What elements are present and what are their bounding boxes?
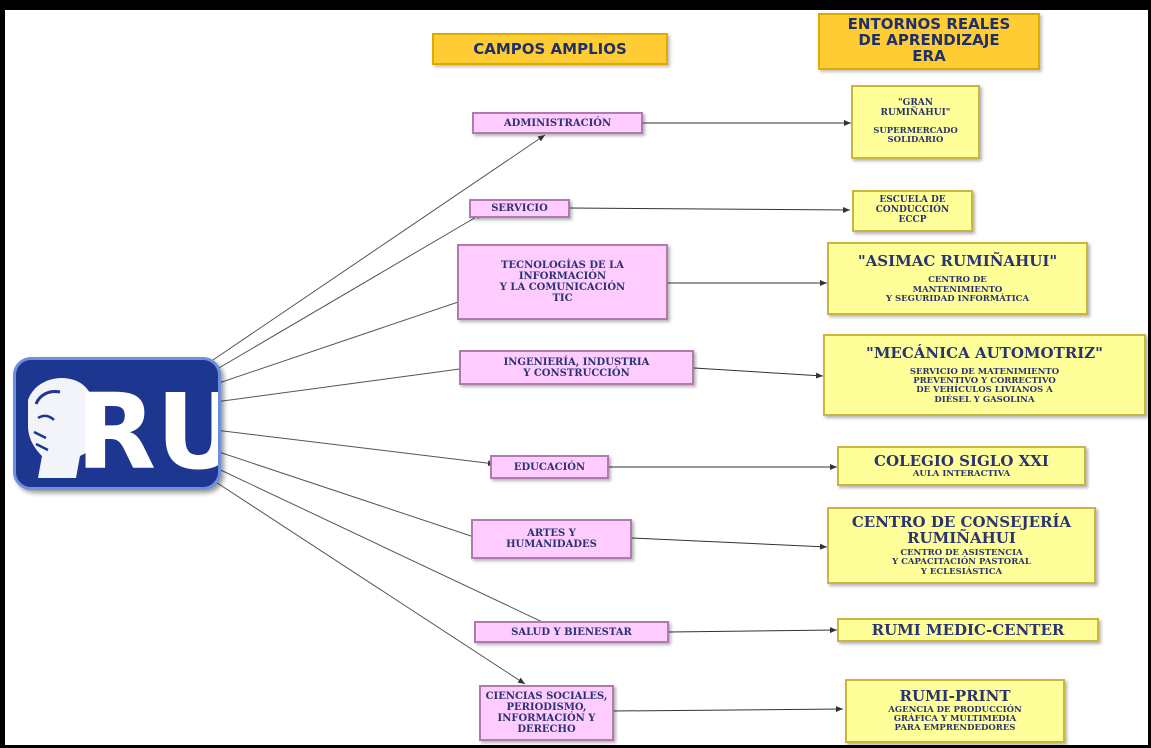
connector-artes-era [631,537,828,550]
connector-logo-administracion [209,134,546,363]
connector-layer [204,120,851,713]
era-title: RUMI MEDIC-CENTER [871,620,1065,639]
field-educacion: EDUCACIÓN [490,455,609,479]
header-entornos-reales: ENTORNOS REALES DE APRENDIZAJE ERA [818,13,1040,70]
connector-logo-ciencias [204,474,526,685]
field-label: INGENIERÍA, INDUSTRIA Y CONSTRUCCIÓN [503,356,650,379]
era-title: "GRAN RUMIÑAHUI" [880,97,951,118]
era-escuela-conduccion: ESCUELA DE CONDUCCIÓN ECCP [852,190,973,232]
era-subtitle: CENTRO DE MANTENIMIENTO Y SEGURIDAD INFO… [885,275,1030,304]
era-colegio-siglo-xxi: COLEGIO SIGLO XXI AULA INTERACTIVA [837,446,1086,486]
connector-logo-educacion [214,429,496,467]
connector-salud-era [668,627,838,634]
era-title: ESCUELA DE CONDUCCIÓN ECCP [875,195,950,225]
connector-logo-salud [209,464,554,628]
field-ingenieria: INGENIERÍA, INDUSTRIA Y CONSTRUCCIÓN [459,350,694,385]
field-label: CIENCIAS SOCIALES, PERIODISMO, INFORMACI… [485,691,608,735]
connector-logo-artes [212,449,484,541]
era-mecanica-automotriz: "MECÁNICA AUTOMOTRIZ" SERVICIO DE MATENI… [823,334,1146,416]
field-salud: SALUD Y BIENESTAR [474,621,669,643]
era-asimac: "ASIMAC RUMIÑAHUI" CENTRO DE MANTENIMIEN… [827,242,1088,315]
era-gran-ruminahui: "GRAN RUMIÑAHUI" SUPERMERCADO SOLIDARIO [851,85,980,159]
field-artes: ARTES Y HUMANIDADES [471,519,632,559]
era-title: CENTRO DE CONSEJERÍA RUMIÑAHUI [851,512,1072,548]
connector-logo-ingenieria [214,365,468,403]
ru-logo: RU [13,357,221,490]
era-subtitle: SERVICIO DE MATENIMIENTO PREVENTIVO Y CO… [909,366,1060,405]
field-label: ADMINISTRACIÓN [503,117,612,129]
era-rumi-medic-center: RUMI MEDIC-CENTER [837,618,1099,642]
connector-ciencias-era [613,706,844,713]
header-campos-amplios: CAMPOS AMPLIOS [432,33,668,65]
era-title: "ASIMAC RUMIÑAHUI" [857,251,1058,270]
field-label: SALUD Y BIENESTAR [511,626,632,638]
field-label: ARTES Y HUMANIDADES [506,528,597,550]
era-subtitle: CENTRO DE ASISTENCIA Y CAPACITACIÓN PAST… [892,547,1031,577]
diagram-canvas: CAMPOS AMPLIOS ENTORNOS REALES DE APREND… [5,10,1148,745]
connector-logo-servicio [211,212,484,373]
field-label: TECNOLOGÍAS DE LA INFORMACIÓN Y LA COMUN… [499,260,626,304]
field-label: SERVICIO [491,203,548,214]
field-label: EDUCACIÓN [513,461,586,473]
field-servicio: SERVICIO [469,199,570,218]
era-title: COLEGIO SIGLO XXI [874,451,1049,470]
connector-servicio-era [569,206,851,213]
era-subtitle: SUPERMERCADO SOLIDARIO [873,125,958,145]
connector-ingenieria-era [693,367,824,379]
connector-logo-tic [212,297,471,386]
field-ciencias: CIENCIAS SOCIALES, PERIODISMO, INFORMACI… [479,685,614,741]
era-subtitle: AGENCIA DE PRODUCCIÓN GRÁFICA Y MULTIMED… [888,704,1022,734]
field-administracion: ADMINISTRACIÓN [472,112,643,134]
field-tecnologias: TECNOLOGÍAS DE LA INFORMACIÓN Y LA COMUN… [457,244,668,320]
era-rumi-print: RUMI-PRINT AGENCIA DE PRODUCCIÓN GRÁFICA… [845,679,1065,743]
era-title: "MECÁNICA AUTOMOTRIZ" [866,344,1103,363]
era-subtitle: AULA INTERACTIVA [912,469,1011,480]
era-centro-consejeria: CENTRO DE CONSEJERÍA RUMIÑAHUI CENTRO DE… [827,507,1096,584]
ru-logo-graphic: RU [28,371,218,487]
ru-logo-text: RU [76,371,218,487]
era-title: RUMI-PRINT [899,687,1011,706]
